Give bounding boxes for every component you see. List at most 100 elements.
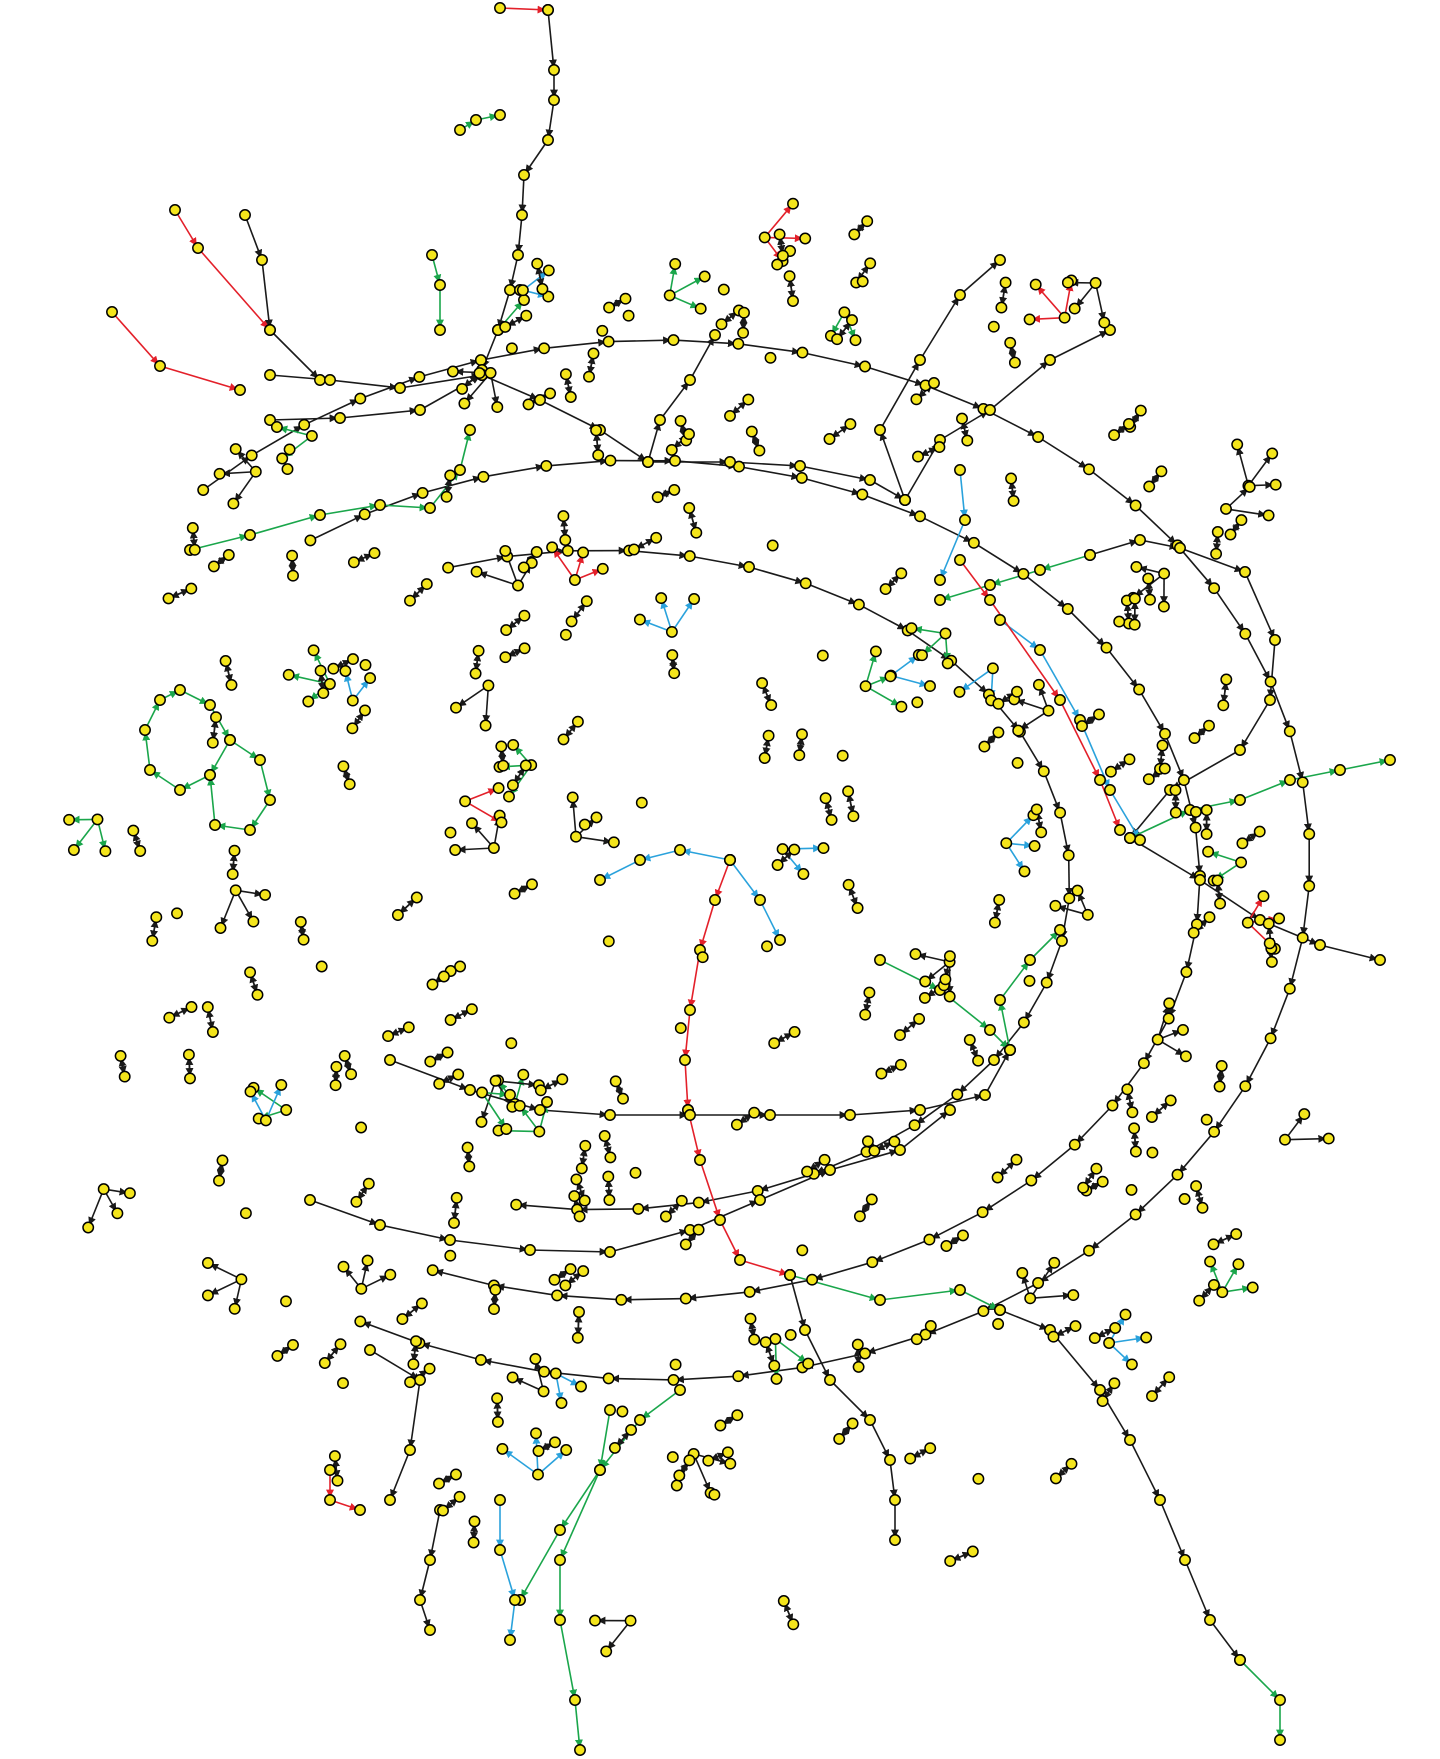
graph-node — [516, 209, 528, 221]
graph-node — [564, 1263, 577, 1276]
graph-edge-green — [559, 1469, 601, 1531]
graph-edge-black — [1037, 1250, 1090, 1284]
graph-node — [396, 1313, 409, 1326]
graph-node — [1004, 336, 1017, 349]
graph-edge-green — [1039, 554, 1091, 571]
graph-node — [944, 1555, 957, 1568]
graph-edge-black — [802, 351, 866, 369]
graph-node — [491, 401, 504, 414]
graph-edge-green — [149, 769, 181, 791]
graph-node — [912, 450, 924, 463]
graph-node — [1303, 880, 1316, 892]
graph-node — [111, 1207, 124, 1220]
graph-node — [1283, 725, 1296, 738]
graph-node — [489, 1074, 502, 1087]
graph-node — [1334, 764, 1346, 776]
graph-node — [1235, 514, 1248, 527]
graph-node — [846, 1417, 859, 1430]
graph-node — [894, 1029, 906, 1042]
graph-node — [1220, 673, 1233, 686]
graph-node — [123, 1187, 136, 1200]
graph-node — [1178, 1193, 1191, 1205]
graph-node — [1208, 1125, 1221, 1138]
graph-node — [407, 1358, 420, 1371]
graph-node — [564, 391, 577, 403]
graph-node — [280, 1104, 293, 1116]
graph-edge-green — [559, 1619, 578, 1701]
graph-node — [909, 948, 922, 961]
graph-node — [494, 1544, 506, 1556]
graph-node — [384, 1494, 396, 1506]
graph-node — [347, 653, 359, 666]
graph-edge-black — [608, 336, 674, 345]
graph-edge-black — [476, 570, 519, 587]
graph-node — [171, 907, 183, 920]
graph-edge-blue — [999, 619, 1041, 651]
graph-node — [852, 1360, 865, 1373]
graph-node — [568, 574, 581, 586]
graph-node — [1119, 1308, 1132, 1321]
graph-node — [758, 752, 771, 764]
graph-node — [222, 549, 235, 561]
graph-edge-black — [482, 685, 491, 726]
graph-edge-black — [609, 1228, 691, 1253]
graph-node — [1155, 465, 1168, 478]
graph-node — [824, 1374, 836, 1386]
graph-node — [254, 754, 266, 766]
graph-node — [454, 464, 466, 476]
graph-edge-black — [539, 1109, 611, 1119]
graph-node — [995, 301, 1008, 314]
graph-edge-black — [1199, 879, 1261, 921]
graph-node — [731, 1409, 744, 1422]
graph-node — [458, 397, 471, 410]
graph-node — [465, 1003, 478, 1016]
graph-node — [162, 592, 175, 605]
graph-node — [394, 382, 406, 394]
graph-edge-black — [389, 1059, 471, 1091]
graph-node — [797, 868, 810, 880]
graph-node — [717, 283, 730, 296]
graph-node — [1133, 683, 1146, 696]
graph-node — [91, 813, 104, 826]
graph-node — [894, 1144, 906, 1156]
graph-node — [1207, 1278, 1220, 1291]
graph-node — [1274, 1694, 1286, 1706]
graph-node — [573, 1306, 585, 1318]
graph-node — [304, 1194, 316, 1206]
graph-node — [475, 1115, 488, 1128]
graph-edge-black — [1284, 1134, 1329, 1143]
graph-edge-black — [879, 429, 906, 501]
graph-node — [709, 329, 721, 341]
graph-node — [542, 264, 555, 277]
graph-node — [600, 1645, 613, 1658]
graph-node — [688, 593, 701, 605]
graph-node — [464, 424, 476, 436]
graph-edge-black — [950, 660, 990, 696]
graph-node — [748, 1106, 761, 1119]
graph-node — [1314, 939, 1326, 951]
graph-edge-green — [276, 425, 313, 437]
graph-edge-black — [577, 1205, 639, 1214]
graph-node — [818, 1153, 831, 1166]
graph-node — [1128, 1122, 1141, 1135]
graph-node — [910, 1333, 923, 1346]
graph-edge-black — [1288, 937, 1304, 989]
graph-node — [337, 1260, 350, 1273]
graph-node — [1088, 1332, 1101, 1345]
graph-node — [963, 1033, 976, 1046]
graph-node — [1239, 1080, 1252, 1093]
graph-node — [362, 1177, 375, 1190]
graph-node — [247, 915, 260, 928]
graph-node — [228, 1302, 241, 1315]
graph-node — [226, 868, 239, 881]
graph-node — [1134, 404, 1147, 417]
graph-node — [802, 1357, 815, 1370]
graph-node — [286, 549, 299, 562]
graph-node — [770, 1372, 783, 1385]
graph-edge-black — [407, 1379, 421, 1451]
graph-node — [795, 471, 808, 484]
graph-node — [450, 1468, 462, 1481]
graph-edge-black — [889, 1459, 898, 1501]
graph-edge-red — [499, 5, 549, 14]
graph-edge-blue — [507, 1599, 516, 1641]
